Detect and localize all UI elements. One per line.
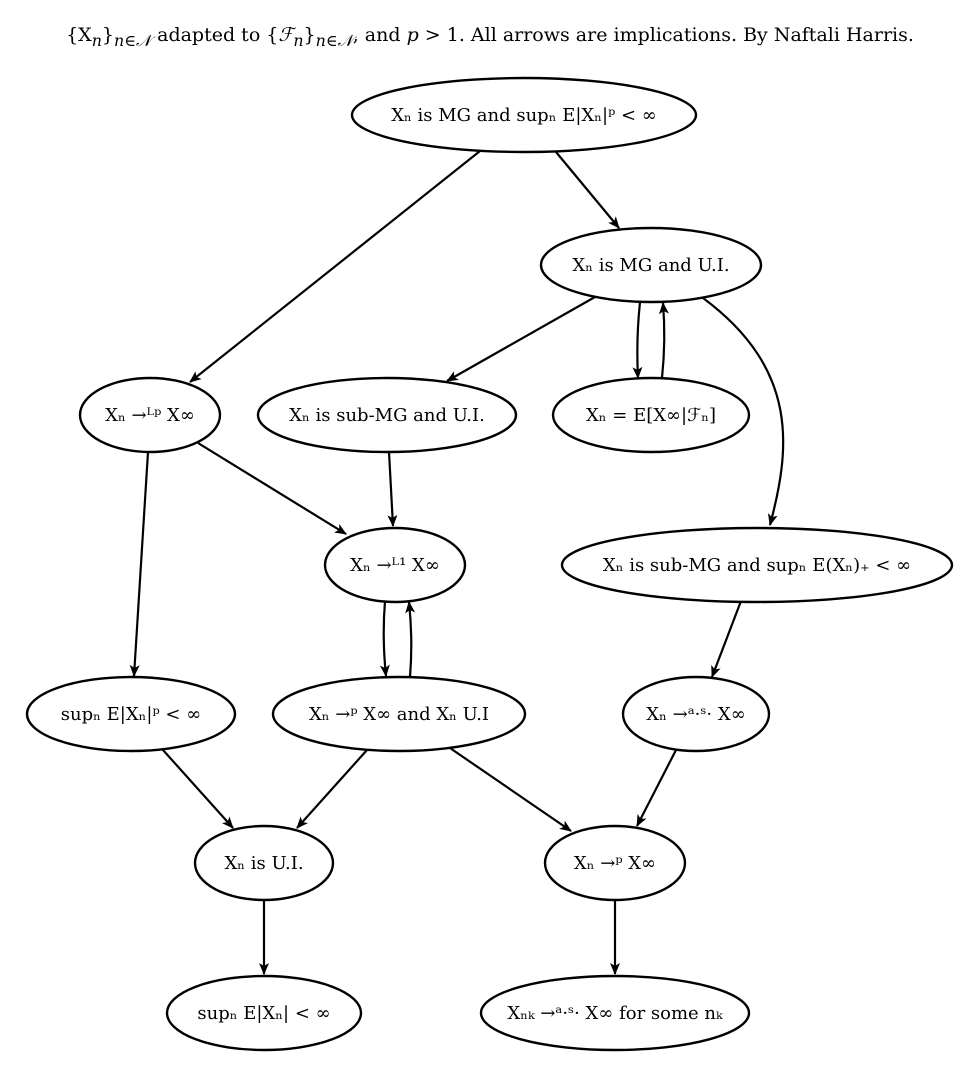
edge-l1-conv-to-p-conv-ui (379, 600, 390, 677)
node-submg-sup-pos: Xₙ is sub-MG and supₙ E(Xₙ)₊ < ∞ (560, 526, 954, 604)
edge-submg-sup-pos-to-as-conv (710, 600, 743, 678)
node-p-conv-ui: Xₙ →ᵖ X∞ and Xₙ U.I (271, 675, 527, 753)
node-label: Xₙ is sub-MG and supₙ E(Xₙ)₊ < ∞ (603, 555, 911, 576)
node-label: Xₙ →ᴸ¹ X∞ (350, 555, 440, 576)
edge-mg-sup-lp-to-lp-conv (189, 150, 481, 383)
node-label: Xₙ →ᴸᵖ X∞ (105, 405, 195, 426)
node-label: supₙ E|Xₙ|ᵖ < ∞ (61, 704, 201, 725)
edge-mg-sup-lp-to-mg-ui (555, 151, 620, 229)
edge-submg-ui-to-l1-conv (387, 451, 398, 527)
node-label: Xₙ →ᵃ·ˢ· X∞ (646, 704, 745, 725)
edge-mg-ui-to-submg-ui (446, 296, 596, 382)
diagram-caption: {Xn}n∈𝒩 adapted to {ℱn}n∈𝒩, and p > 1. A… (66, 24, 914, 50)
edge-as-conv-to-p-conv (636, 749, 677, 827)
node-mg-sup-lp: Xₙ is MG and supₙ E|Xₙ|ᵖ < ∞ (350, 76, 698, 154)
edge-p-conv-ui-to-ui (296, 749, 368, 829)
node-mg-ui: Xₙ is MG and U.I. (539, 226, 763, 304)
node-label: Xₙ →ᵖ X∞ (574, 853, 656, 874)
edge-lp-conv-to-l1-conv (197, 442, 347, 535)
node-lp-conv: Xₙ →ᴸᵖ X∞ (78, 376, 222, 454)
node-p-conv: Xₙ →ᵖ X∞ (543, 824, 687, 902)
node-sup-lp: supₙ E|Xₙ|ᵖ < ∞ (25, 675, 237, 753)
node-cond-exp: Xₙ = E[X∞|ℱₙ] (551, 376, 751, 454)
node-submg-ui: Xₙ is sub-MG and U.I. (256, 376, 518, 454)
node-label: Xₙ is sub-MG and U.I. (289, 405, 485, 426)
node-label: Xₙ →ᵖ X∞ and Xₙ U.I (309, 704, 489, 725)
node-label: Xₙ is MG and supₙ E|Xₙ|ᵖ < ∞ (391, 105, 657, 126)
node-label: supₙ E|Xₙ| < ∞ (197, 1003, 330, 1024)
edge-mg-ui-to-submg-sup-pos (702, 297, 785, 526)
node-label: Xₙ = E[X∞|ℱₙ] (586, 405, 716, 426)
edge-cond-exp-to-mg-ui (658, 302, 669, 379)
node-label: Xₙ is U.I. (224, 853, 303, 874)
node-as-conv: Xₙ →ᵃ·ˢ· X∞ (621, 675, 771, 753)
edge-mg-ui-to-cond-exp (632, 301, 643, 379)
edge-sup-lp-to-ui (162, 749, 234, 829)
node-sup-l1: supₙ E|Xₙ| < ∞ (165, 974, 363, 1052)
node-ui: Xₙ is U.I. (193, 824, 335, 902)
node-l1-conv: Xₙ →ᴸ¹ X∞ (323, 526, 467, 604)
edge-p-conv-ui-to-p-conv (449, 747, 572, 832)
edge-lp-conv-to-sup-lp (129, 451, 150, 677)
node-label: Xₙₖ →ᵃ·ˢ· X∞ for some nₖ (507, 1003, 723, 1024)
edge-p-conv-ui-to-l1-conv (405, 601, 416, 678)
node-label: Xₙ is MG and U.I. (572, 255, 729, 276)
node-as-subseq: Xₙₖ →ᵃ·ˢ· X∞ for some nₖ (479, 974, 751, 1052)
